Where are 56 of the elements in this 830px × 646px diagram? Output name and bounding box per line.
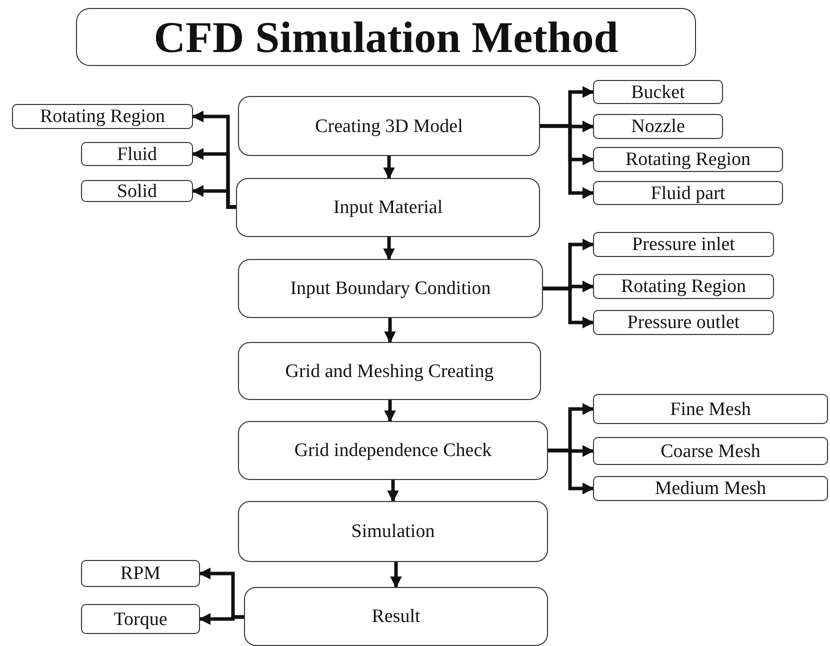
box-label: Fine Mesh	[670, 400, 751, 418]
box-label: Rotating Region	[620, 277, 746, 296]
item-box	[593, 147, 783, 172]
arrow	[192, 185, 236, 209]
arrow	[383, 156, 395, 180]
process-box	[238, 342, 541, 400]
arrow	[390, 562, 402, 588]
arrow	[387, 480, 399, 502]
item-box	[593, 114, 723, 139]
item-box	[593, 310, 774, 335]
box-label: Pressure outlet	[627, 313, 740, 332]
arrow	[548, 448, 594, 494]
item-box	[593, 232, 774, 257]
box-label: Rotating Region	[40, 107, 166, 126]
process-box	[238, 259, 543, 318]
box-label: RPM	[120, 564, 161, 583]
item-box	[593, 476, 828, 501]
arrow	[384, 318, 396, 344]
arrow	[540, 124, 594, 199]
box-label: Nozzle	[631, 117, 685, 136]
item-box	[12, 104, 193, 129]
item-box	[81, 142, 193, 166]
item-box	[81, 604, 200, 634]
diagram-title: CFD Simulation Method	[154, 12, 618, 62]
box-label: Input Boundary Condition	[290, 279, 491, 298]
box-label: Fluid	[116, 144, 158, 164]
item-box	[593, 394, 828, 424]
item-box	[81, 180, 193, 202]
process-box	[236, 178, 540, 237]
box-label: Grid and Meshing Creating	[285, 362, 494, 380]
box-label: Rotating Region	[625, 150, 751, 169]
arrow	[198, 613, 244, 625]
box-label: Solid	[116, 182, 158, 200]
item-box	[593, 274, 774, 299]
box-label: Fluid part	[650, 184, 726, 202]
box-label: Torque	[114, 610, 168, 628]
process-box	[244, 587, 548, 646]
arrow	[383, 237, 395, 260]
process-box	[238, 501, 548, 562]
item-box	[593, 437, 828, 465]
process-box	[238, 96, 540, 156]
item-box	[81, 560, 200, 587]
box-label: Simulation	[351, 522, 435, 541]
box-label: Bucket	[631, 82, 685, 102]
item-box	[593, 181, 783, 205]
box-label: Grid independence Check	[294, 441, 492, 460]
box-label: Medium Mesh	[654, 479, 766, 498]
box-label: Input Material	[333, 198, 443, 217]
arrow	[543, 286, 594, 328]
box-label: Creating 3D Model	[315, 116, 463, 136]
box-label: Coarse Mesh	[660, 442, 760, 460]
box-label: Pressure inlet	[632, 235, 735, 254]
arrow	[384, 400, 396, 422]
process-box	[238, 421, 548, 480]
item-box	[593, 80, 723, 104]
box-label: Result	[372, 607, 420, 626]
